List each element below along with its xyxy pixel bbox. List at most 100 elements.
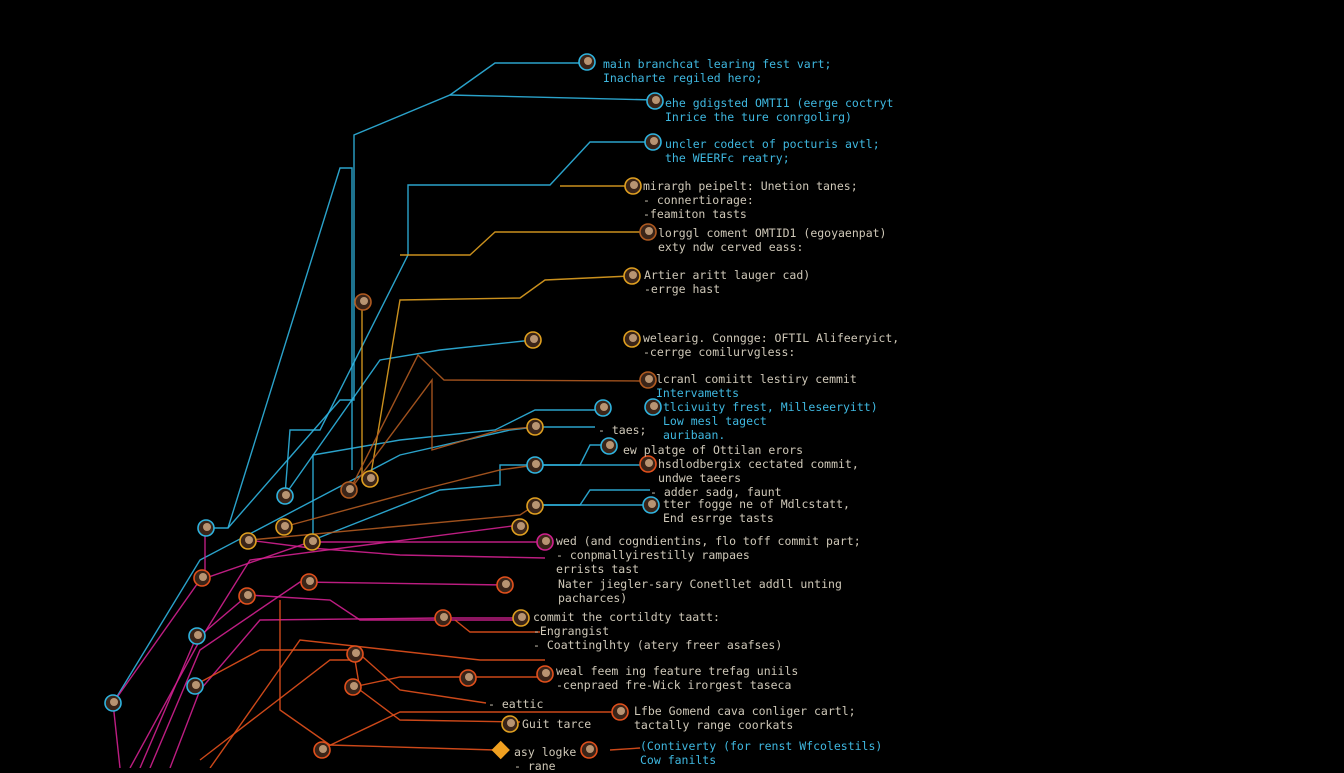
- commit-avatar-9: [645, 375, 653, 383]
- branch-line-33: [209, 639, 545, 768]
- commit-label-line: errists tast: [556, 562, 640, 576]
- commit-label-line: uncler codect of pocturis avtl;: [665, 137, 880, 151]
- commit-label: weal feem ing feature trefag uniils-cenp…: [556, 664, 798, 692]
- commit-avatar-17: [648, 500, 656, 508]
- commit-label: wed (and cogndientins, flo toff commit p…: [556, 534, 861, 576]
- commit-avatar-6: [360, 297, 368, 305]
- commit-label-line: Inrice the ture conrgolirg): [665, 110, 852, 124]
- branch-line-13: [369, 275, 631, 481]
- commit-label: ew platge of Ottilan erors: [623, 443, 803, 457]
- branch-line-34: [609, 747, 641, 751]
- commit-label-line: - Coattinglhty (atery freer asafses): [533, 638, 783, 652]
- commit-label: lcranl comiitt lestiry cemmit: [656, 372, 857, 386]
- commit-label: Artier aritt lauger cad)-errge hast: [644, 268, 810, 296]
- commit-avatar-10: [600, 403, 608, 411]
- commit-label-line: welearig. Conngge: OFTIL Alifeeryict,: [643, 331, 900, 345]
- commit-avatar-42: [110, 698, 118, 706]
- commit-avatar-27: [586, 745, 594, 753]
- commit-avatar-36: [306, 577, 314, 585]
- commit-label-line: Cow fanilts: [640, 753, 717, 767]
- commit-avatar-3: [630, 181, 638, 189]
- commit-label: - adder sadg, faunt: [650, 485, 782, 499]
- commit-label-line: -cenpraed fre-Wick irorgest taseca: [556, 678, 792, 692]
- branch-line-31: [319, 711, 625, 751]
- commit-label-line: Guit tarce: [522, 717, 592, 731]
- commit-label-line: End esrrge tasts: [663, 511, 774, 525]
- commit-avatar-29: [346, 485, 354, 493]
- branch-line-25: [139, 594, 520, 768]
- branch-line-3: [284, 141, 652, 496]
- branch-line-18: [282, 464, 536, 528]
- commit-label-line: the WEERFc reatry;: [665, 151, 790, 165]
- commit-avatar-35: [199, 573, 207, 581]
- commit-avatar-26: [617, 707, 625, 715]
- commit-avatar-31: [281, 522, 289, 530]
- commit-label-line: tactally range coorkats: [634, 718, 794, 732]
- commit-label-line: Artier aritt lauger cad): [644, 268, 811, 282]
- commit-avatar-33: [245, 536, 253, 544]
- commit-avatar-32: [203, 523, 211, 531]
- commit-label-line: mirargh peipelt: Unetion tanes;: [643, 179, 858, 193]
- commit-avatar-24: [465, 673, 473, 681]
- commit-label-line: Low mesl tagect: [663, 414, 767, 428]
- commit-label-line: tlcivuity frest, Milleseeryitt): [663, 400, 878, 414]
- commit-avatar-43: [319, 745, 327, 753]
- commit-avatar-28: [367, 474, 375, 482]
- branch-line-20: [112, 702, 121, 768]
- commit-avatar-12: [532, 422, 540, 430]
- commit-label: tlcivuity frest, Milleseeryitt)Low mesl …: [663, 400, 878, 442]
- commit-avatar-30: [282, 491, 290, 499]
- commit-label-line: -cerrge comilurvgless:: [643, 345, 796, 359]
- commit-label-line: -errge hast: [644, 282, 721, 296]
- commit-label-line: auribaan.: [663, 428, 726, 442]
- branch-line-22: [129, 524, 521, 768]
- commit-label-line: tter fogge ne of Mdlcstatt,: [663, 497, 850, 511]
- commit-label-line: lcranl comiitt lestiry cemmit: [656, 372, 857, 386]
- commit-label: tter fogge ne of Mdlcstatt,End esrrge ta…: [663, 497, 850, 525]
- commit-label: Nater jiegler-sary Conetllet addll untin…: [558, 577, 842, 605]
- commit-avatar-19: [542, 537, 550, 545]
- commit-avatar-11: [650, 402, 658, 410]
- commit-label: commit the cortildty taatt:-Engrangist- …: [533, 610, 782, 652]
- commit-label: welearig. Conngge: OFTIL Alifeeryict,-ce…: [643, 331, 899, 359]
- commit-avatar-13: [606, 441, 614, 449]
- commit-label-line: - rane: [514, 759, 556, 773]
- commit-avatar-21: [518, 613, 526, 621]
- branch-line-8: [535, 444, 608, 466]
- commit-label-line: - adder sadg, faunt: [650, 485, 782, 499]
- commit-avatar-7: [530, 335, 538, 343]
- branch-line-5: [284, 339, 534, 496]
- commit-label-line: ehe gdigsted OMTI1 (eerge coctryt: [665, 96, 894, 110]
- commit-label-line: pacharces): [558, 591, 628, 605]
- commit-label: main branchcat learing fest vart;Inachar…: [603, 57, 831, 85]
- commit-label: mirargh peipelt: Unetion tanes;- connert…: [643, 179, 858, 221]
- commit-avatar-18: [517, 522, 525, 530]
- commit-label-line: (Contiverty (for renst Wfcolestils): [640, 739, 883, 753]
- commit-label: asy logke - rane: [514, 745, 576, 773]
- commit-label-line: Nater jiegler-sary Conetllet addll untin…: [558, 577, 842, 591]
- branch-line-21: [112, 541, 545, 704]
- commit-label-line: exty ndw cerved eass:: [658, 240, 804, 254]
- commit-label: Guit tarce: [522, 717, 591, 731]
- branch-line-35: [454, 619, 540, 633]
- commit-label-line: wed (and cogndientins, flo toff commit p…: [556, 534, 861, 548]
- commit-avatar-14: [532, 460, 540, 468]
- commit-avatar-1: [652, 96, 660, 104]
- branch-line-27: [247, 539, 546, 559]
- diamond-marker: [491, 740, 510, 760]
- branch-line-30: [279, 600, 496, 751]
- branch-line-14: [400, 231, 645, 256]
- branch-line-23: [149, 581, 506, 768]
- commit-label-line: Inacharte regiled hero;: [603, 71, 763, 85]
- commit-label-line: -Engrangist: [533, 624, 610, 638]
- commit-label-line: - taes;: [598, 423, 647, 437]
- branch-line-32: [352, 676, 545, 688]
- commit-avatar-20: [502, 580, 510, 588]
- commit-label-line: asy logke: [514, 745, 577, 759]
- branch-line-16: [349, 353, 641, 491]
- commit-avatar-8: [629, 334, 637, 342]
- commit-label: (Contiverty (for renst Wfcolestils) Cow …: [640, 739, 882, 767]
- commit-avatar-2: [650, 137, 658, 145]
